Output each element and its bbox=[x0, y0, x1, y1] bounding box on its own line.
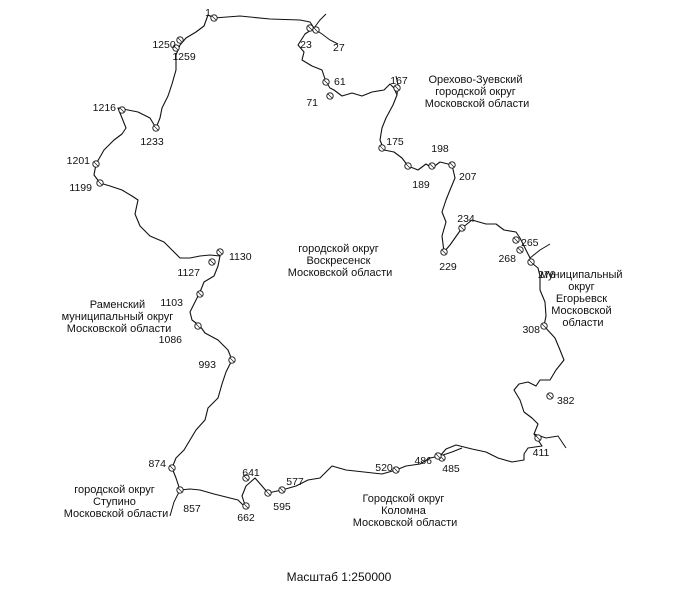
boundary-point-tick bbox=[153, 125, 159, 131]
boundary-point-tick bbox=[217, 249, 223, 255]
boundary-point-label: 61 bbox=[334, 76, 346, 88]
boundary-point-label: 486 bbox=[414, 455, 432, 467]
point-labels: 1 23 27 61 71 167 175 189 198 207 234 229 265 268 276 3… bbox=[67, 7, 575, 524]
boundary-point-tick bbox=[535, 435, 541, 441]
boundary-point-label: 1130 bbox=[229, 251, 252, 263]
boundary-point-tick bbox=[327, 93, 333, 99]
boundary-point-tick bbox=[323, 79, 329, 85]
boundary-point-tick bbox=[195, 323, 201, 329]
boundary-point-tick bbox=[379, 145, 385, 151]
boundary-point-tick bbox=[513, 237, 519, 243]
boundary-point-tick bbox=[265, 490, 271, 496]
boundary-point-label: 1 bbox=[205, 7, 211, 19]
boundary-point-label: 276 bbox=[538, 269, 556, 281]
boundary-point-label: 577 bbox=[286, 476, 304, 488]
boundary-point-tick bbox=[528, 259, 534, 265]
boundary-point-label: 382 bbox=[557, 395, 575, 407]
boundary-point-tick bbox=[279, 487, 285, 493]
boundary-point-tick bbox=[393, 467, 399, 473]
boundary-point-tick bbox=[243, 475, 249, 481]
boundary-point-label: 308 bbox=[522, 324, 540, 336]
boundary-point-label: 1127 bbox=[177, 267, 200, 279]
region-label-egorievsk: муниципальный округ Егорьевск Московской… bbox=[540, 269, 625, 329]
boundary-point-label: 207 bbox=[459, 171, 477, 183]
boundary-point-label: 175 bbox=[386, 136, 404, 148]
boundary-point-tick bbox=[177, 487, 183, 493]
boundary-point-tick bbox=[119, 107, 125, 113]
boundary-point-label: 411 bbox=[533, 447, 550, 459]
boundary-point-tick bbox=[93, 161, 99, 167]
map-scale: Масштаб 1:250000 bbox=[286, 570, 392, 584]
boundary-point-tick bbox=[177, 37, 183, 43]
boundary-point-tick bbox=[449, 162, 455, 168]
boundary-point-label: 485 bbox=[442, 463, 460, 475]
boundary-point-tick bbox=[394, 85, 400, 91]
boundary-point-label: 71 bbox=[306, 97, 318, 109]
neighbor-boundary bbox=[529, 243, 551, 259]
boundary-point-tick bbox=[229, 357, 235, 363]
neighbor-boundary bbox=[439, 447, 463, 457]
boundary-point-label: 1199 bbox=[69, 182, 92, 194]
boundary-point-label: 1233 bbox=[140, 136, 164, 148]
boundary-point-tick bbox=[459, 225, 465, 231]
boundary-point-label: 234 bbox=[457, 213, 475, 225]
boundary-point-tick bbox=[541, 323, 547, 329]
boundary-point-tick bbox=[211, 15, 217, 21]
boundary-point-tick bbox=[97, 180, 103, 186]
boundary-point-tick bbox=[547, 393, 553, 399]
region-label-stupino: городской округ Ступино Московской облас… bbox=[64, 484, 169, 520]
boundary-point-label: 27 bbox=[333, 42, 345, 54]
boundary-point-label: 520 bbox=[375, 462, 393, 474]
boundary-point-label: 641 bbox=[242, 467, 260, 479]
boundary-point-label: 1250 bbox=[152, 39, 176, 51]
boundary-point-tick bbox=[169, 465, 175, 471]
boundary-point-tick bbox=[243, 503, 249, 509]
boundary-point-tick bbox=[405, 163, 411, 169]
boundary-point-label: 167 bbox=[390, 75, 408, 87]
boundary-point-tick bbox=[517, 247, 523, 253]
neighbor-boundary bbox=[313, 13, 327, 29]
boundary-point-label: 1086 bbox=[159, 334, 183, 346]
boundary-point-label: 1103 bbox=[160, 297, 183, 309]
boundary-point-tick bbox=[173, 45, 179, 51]
boundary-point-label: 1216 bbox=[93, 102, 117, 114]
boundary-point-label: 857 bbox=[183, 503, 201, 515]
boundary-point-label: 1201 bbox=[67, 155, 91, 167]
region-label-kolomna: Городской округ Коломна Московской облас… bbox=[353, 493, 458, 529]
boundary-point-label: 23 bbox=[300, 39, 312, 51]
boundary-point-label: 229 bbox=[439, 261, 457, 273]
boundary-point-label: 595 bbox=[273, 501, 291, 513]
region-label-center: городской округ Воскресенск Московской о… bbox=[288, 243, 393, 279]
boundary-point-label: 1259 bbox=[172, 51, 196, 63]
neighbor-boundary bbox=[169, 489, 181, 517]
boundary-point-tick bbox=[197, 291, 203, 297]
boundary-point-tick bbox=[313, 27, 319, 33]
boundary-point-tick bbox=[429, 163, 435, 169]
boundary-point-tick bbox=[209, 259, 215, 265]
boundary-point-label: 198 bbox=[431, 143, 449, 155]
boundary-point-label: 874 bbox=[148, 458, 166, 470]
boundary-point-tick bbox=[435, 453, 441, 459]
boundary-point-label: 662 bbox=[237, 512, 255, 524]
point-markers bbox=[92, 14, 554, 510]
boundary-point-label: 993 bbox=[198, 359, 216, 371]
region-label-orekhovo: Орехово-Зуевский городской округ Московс… bbox=[425, 74, 530, 110]
boundary-point-label: 268 bbox=[498, 253, 516, 265]
boundary-point-tick bbox=[307, 25, 313, 31]
region-label-ramenskiy: Раменский муниципальный округ Московской… bbox=[62, 299, 177, 335]
boundary-point-label: 189 bbox=[412, 179, 430, 191]
boundary-point-label: 265 bbox=[521, 237, 539, 249]
boundary-point-tick bbox=[441, 249, 447, 255]
